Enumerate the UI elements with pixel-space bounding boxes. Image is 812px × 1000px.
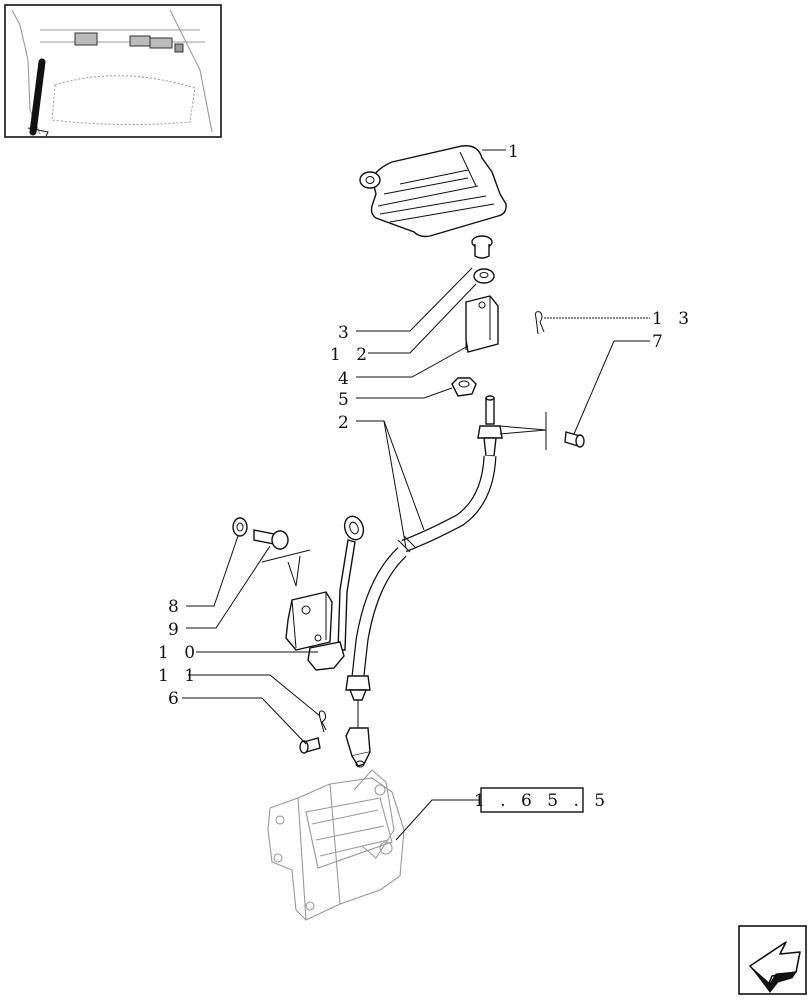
callout-5: 5 [338,390,354,410]
gear-lever-boot [359,145,507,238]
callout-8: 8 [168,597,184,617]
part-12-nut [473,268,495,284]
callout-1: 1 [508,142,524,162]
part-7-screw [564,431,585,448]
link-rod [337,515,365,651]
part-13-clip [535,311,545,335]
part-3-cap [471,235,493,259]
callout-12: 1 2 [330,345,372,365]
assembly-arrow-upper [499,412,547,450]
leader-lines [182,149,650,841]
next-page-arrow-icon[interactable] [738,925,807,995]
callout-13: 1 3 [652,309,694,329]
callout-9: 9 [168,620,184,640]
callout-11: 1 1 [158,666,200,686]
callout-4: 4 [338,369,354,389]
part-11-clip [319,710,327,733]
part-4-bracket [465,295,499,353]
part-8-washer [232,517,248,537]
location-thumbnail[interactable] [4,4,222,138]
callout-2: 2 [338,413,354,433]
part-6-pin [299,737,321,754]
assembly-arrow-lower [261,549,311,587]
callout-labels: 1 3 1 2 4 5 2 1 3 7 8 9 1 0 1 1 6 [158,142,694,709]
callout-10: 1 0 [158,643,200,663]
reference-box[interactable]: 1 . 6 5 . 5 [474,787,610,813]
part-5-nut [451,377,477,397]
part-9-bolt [253,529,289,550]
callout-3: 3 [338,323,354,343]
reference-box-label: 1 . 6 5 . 5 [474,791,610,811]
gearbox-housing [267,769,405,921]
callout-7: 7 [652,332,668,352]
part-2-gear-lever [345,395,503,768]
callout-6: 6 [168,689,184,709]
part-10-bracket [285,591,345,671]
